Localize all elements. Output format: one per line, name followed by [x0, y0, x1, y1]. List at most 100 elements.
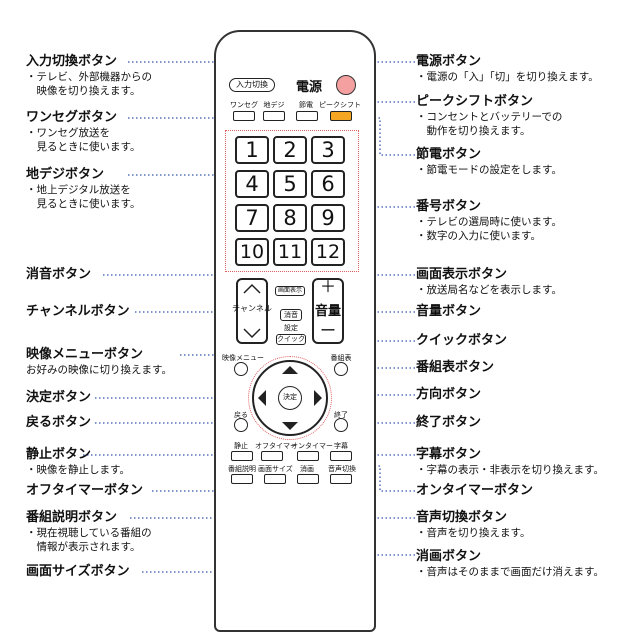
label-power: 電源ボタン: [416, 54, 482, 69]
quick-button[interactable]: クイック: [276, 334, 306, 345]
channel-rocker[interactable]: [236, 278, 268, 344]
channel-up-icon: [243, 283, 261, 294]
subtitle-label: 字幕: [334, 442, 348, 450]
number-2-button[interactable]: 2: [273, 136, 307, 164]
channel-down-icon: [243, 328, 261, 339]
terrestrial-label: 地デジ: [263, 101, 285, 109]
info-button[interactable]: [231, 474, 253, 484]
oneseg-button[interactable]: [233, 111, 255, 121]
dpad-arrows: [258, 366, 322, 430]
input-switch-button[interactable]: 入力切換: [229, 78, 275, 92]
peak-shift-button[interactable]: [330, 111, 352, 121]
audio-button[interactable]: [330, 474, 352, 484]
audio-label: 音声切換: [328, 465, 356, 473]
picture-menu-button[interactable]: [234, 362, 248, 376]
label-blank: 消画ボタン: [416, 549, 482, 564]
still-button[interactable]: [231, 451, 253, 461]
channel-label: チャンネル: [232, 304, 272, 313]
info-label: 番組説明: [228, 465, 256, 473]
label-offtimer: オフタイマーボタン: [26, 483, 144, 498]
number-3-button[interactable]: 3: [311, 136, 345, 164]
oneseg-label: ワンセグ: [230, 101, 258, 109]
eco-button[interactable]: [296, 111, 318, 121]
epg-button[interactable]: [334, 362, 348, 376]
desc-input-switch: ・テレビ、外部機器からの 映像を切り換えます。: [26, 71, 152, 97]
settings-label: 設定: [284, 324, 298, 332]
label-still: 静止ボタン: [26, 447, 92, 462]
power-button[interactable]: [336, 75, 356, 95]
label-direction: 方向ボタン: [416, 387, 482, 402]
label-display: 画面表示ボタン: [416, 267, 508, 282]
number-9-button[interactable]: 9: [311, 204, 345, 232]
number-12-button[interactable]: 12: [311, 238, 345, 266]
desc-terrestrial: ・地上デジタル放送を 見るときに使います。: [26, 184, 141, 210]
arrow-down-icon: [282, 422, 298, 430]
volume-plus-icon: ＋: [319, 277, 336, 296]
still-label: 静止: [234, 442, 248, 450]
desc-subtitle: ・字幕の表示・非表示を切り換えます。: [416, 464, 604, 476]
peak-shift-label: ピークシフト: [319, 101, 361, 109]
desc-audio: ・音声を切り換えます。: [416, 527, 531, 539]
number-11-button[interactable]: 11: [273, 238, 307, 266]
label-peak-shift: ピークシフトボタン: [416, 94, 534, 109]
number-5-button[interactable]: 5: [273, 170, 307, 198]
offtimer-label: オフタイマー: [255, 442, 297, 450]
number-6-button[interactable]: 6: [311, 170, 345, 198]
label-info: 番組説明ボタン: [26, 510, 118, 525]
label-epg: 番組表ボタン: [416, 360, 495, 375]
number-8-button[interactable]: 8: [273, 204, 307, 232]
label-terrestrial: 地デジボタン: [26, 167, 105, 182]
number-7-button[interactable]: 7: [235, 204, 269, 232]
desc-picture-menu: お好みの映像に切り換えます。: [26, 364, 172, 376]
ok-button[interactable]: 決定: [278, 386, 302, 410]
label-exit: 終了ボタン: [416, 415, 482, 430]
offtimer-button[interactable]: [261, 451, 283, 461]
number-1-button[interactable]: 1: [235, 136, 269, 164]
exit-button[interactable]: [334, 418, 348, 432]
volume-rocker[interactable]: [312, 278, 344, 344]
back-label: 戻る: [234, 411, 248, 419]
label-oneseg: ワンセグボタン: [26, 110, 118, 125]
arrow-up-icon: [282, 366, 298, 374]
label-number: 番号ボタン: [416, 199, 482, 214]
leader-ontimer: [302, 465, 415, 492]
channel-arrows: [243, 283, 261, 339]
label-input-switch: 入力切換ボタン: [26, 54, 118, 69]
screen-size-label: 画面サイズ: [258, 465, 293, 473]
subtitle-button[interactable]: [330, 451, 352, 461]
leader-info: [130, 487, 241, 519]
desc-oneseg: ・ワンセグ放送を 見るときに使います。: [26, 127, 141, 153]
blank-button[interactable]: [297, 474, 319, 484]
eco-label: 節電: [299, 101, 313, 109]
power-label: 電源: [296, 80, 323, 95]
screen-size-button[interactable]: [264, 474, 286, 484]
desc-display: ・放送局名などを表示します。: [416, 284, 562, 296]
volume-minus-icon: ー: [319, 321, 336, 340]
desc-peak-shift: ・コンセントとバッテリーでの 動作を切り換えます。: [416, 111, 563, 137]
label-audio: 音声切換ボタン: [416, 510, 508, 525]
mute-button[interactable]: 消音: [280, 309, 302, 321]
ontimer-label: オンタイマー: [291, 442, 333, 450]
desc-blank: ・音声はそのままで画面だけ消えます。: [416, 566, 604, 578]
display-button[interactable]: 画面表示: [275, 286, 305, 296]
label-screen-size: 画面サイズボタン: [26, 564, 130, 579]
label-eco: 節電ボタン: [416, 147, 482, 162]
direction-pad[interactable]: [252, 360, 328, 436]
desc-power: ・電源の「入」「切」を切り換えます。: [416, 71, 599, 83]
back-button[interactable]: [234, 418, 248, 432]
ontimer-button[interactable]: [297, 451, 319, 461]
epg-label: 番組表: [330, 354, 352, 362]
number-4-button[interactable]: 4: [235, 170, 269, 198]
terrestrial-button[interactable]: [263, 111, 285, 121]
label-picture-menu: 映像メニューボタン: [26, 347, 144, 362]
exit-label: 終了: [334, 411, 348, 419]
label-channel: チャンネルボタン: [26, 304, 130, 319]
number-10-button[interactable]: 10: [235, 238, 269, 266]
desc-eco: ・節電モードの設定をします。: [416, 164, 562, 176]
number-area: [225, 130, 359, 272]
label-mute: 消音ボタン: [26, 267, 92, 282]
picture-menu-label: 映像メニュー: [222, 354, 264, 362]
desc-info: ・現在視聴している番組の 情報が表示されます。: [26, 527, 152, 553]
desc-number: ・テレビの選局時に使います。 ・数字の入力に使います。: [416, 216, 562, 242]
label-volume: 音量ボタン: [416, 304, 482, 319]
